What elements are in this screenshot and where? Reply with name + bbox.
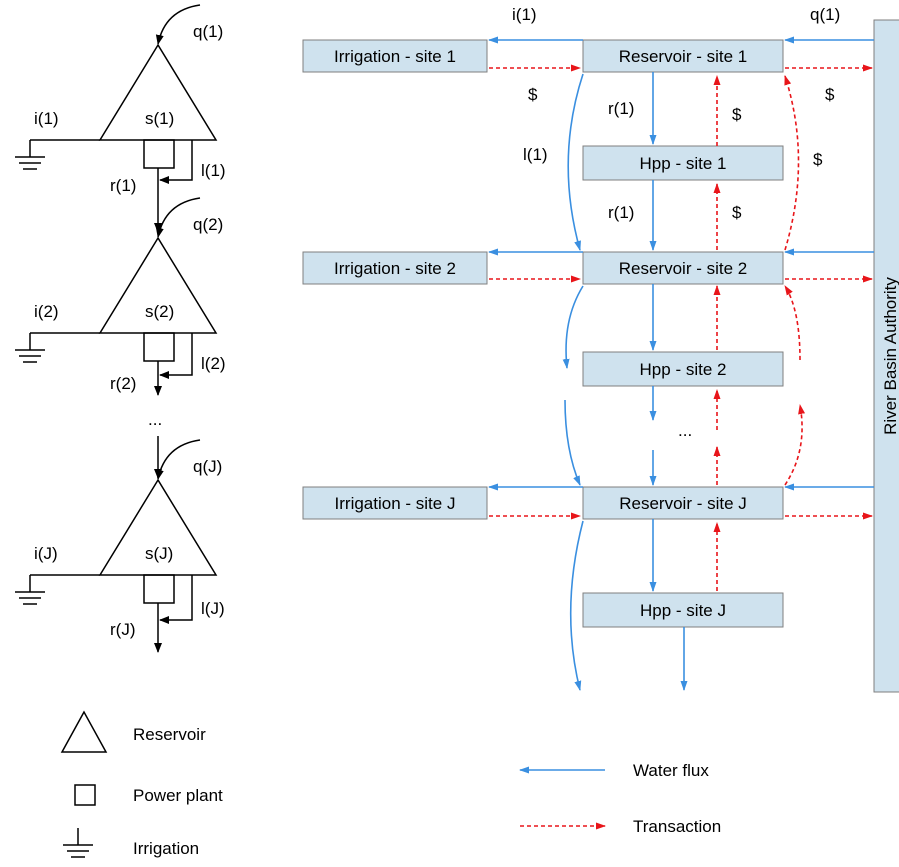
hpp-box-1: Hpp - site 1	[582, 145, 784, 181]
arrow-legend: Water flux Transaction	[519, 761, 721, 836]
power-plant-square	[143, 574, 175, 604]
s-label: s(J)	[145, 544, 173, 563]
ground-icon	[15, 140, 45, 170]
q-label: q(2)	[193, 215, 223, 234]
river-basin-authority: River Basin Authority	[873, 19, 899, 693]
s-label: s(1)	[145, 109, 174, 128]
reservoir-box-label: Reservoir - site J	[619, 494, 747, 513]
hpp-box-label: Hpp - site 2	[640, 360, 727, 379]
dollar-label: $	[528, 85, 538, 104]
dollar-label: $	[732, 203, 742, 222]
l-label: l(1)	[201, 161, 226, 180]
transaction-arrows	[489, 64, 873, 591]
irrigation-box-j: Irrigation - site J	[302, 486, 488, 520]
irrigation-box-2: Irrigation - site 2	[302, 251, 488, 285]
s-label: s(2)	[145, 302, 174, 321]
authority-box	[873, 19, 899, 693]
authority-label: River Basin Authority	[881, 277, 899, 435]
q-label: q(J)	[193, 457, 222, 476]
power-plant-square	[143, 332, 175, 362]
i-label: i(1)	[34, 109, 59, 128]
reservoir-box-label: Reservoir - site 2	[619, 259, 747, 278]
hpp-box-label: Hpp - site J	[640, 601, 726, 620]
l-label: l(J)	[201, 599, 225, 618]
hpp-box-2: Hpp - site 2	[582, 351, 784, 387]
irrigation-box-label: Irrigation - site 1	[334, 47, 456, 66]
irrigation-box-label: Irrigation - site 2	[334, 259, 456, 278]
legend-transaction-label: Transaction	[633, 817, 721, 836]
reservoir-box-1: Reservoir - site 1	[582, 39, 784, 73]
r-label: r(1)	[608, 99, 634, 118]
stage-1: q(1) s(1) i(1) l(1) r(1)	[15, 4, 226, 233]
power-plant-square	[143, 139, 175, 169]
spill-curve	[562, 285, 584, 369]
q-label: q(1)	[193, 22, 223, 41]
transaction-curve	[784, 404, 806, 486]
hpp-box-j: Hpp - site J	[582, 592, 784, 628]
spill-curve	[564, 399, 581, 486]
power-plant-legend-icon	[74, 784, 96, 806]
ground-icon	[15, 575, 45, 605]
left-schematic: q(1) s(1) i(1) l(1) r(1) q(2) s(2)	[15, 4, 226, 653]
ellipsis: ...	[148, 410, 162, 429]
inflow-arrow	[155, 4, 201, 45]
dollar-label: $	[825, 85, 835, 104]
inflow-arrow	[155, 439, 201, 480]
r-label: r(1)	[608, 203, 634, 222]
legend-reservoir-label: Reservoir	[133, 725, 206, 744]
spill-arrow	[159, 333, 193, 379]
hpp-box-label: Hpp - site 1	[640, 154, 727, 173]
l-label: l(2)	[201, 354, 226, 373]
inflow-arrow	[155, 197, 201, 238]
legend-irrigation-label: Irrigation	[133, 839, 199, 858]
q-label: q(1)	[810, 5, 840, 24]
right-labels: i(1) q(1) $ $ r(1) $ l(1) $ r(1) $ ...	[512, 5, 840, 440]
r-label: r(J)	[110, 620, 135, 639]
i-label: i(1)	[512, 5, 537, 24]
water-flux-arrows	[488, 36, 874, 691]
dollar-label: $	[732, 105, 742, 124]
stage-2: q(2) s(2) i(2) l(2) r(2) ...	[15, 197, 226, 429]
reservoir-box-j: Reservoir - site J	[582, 486, 784, 520]
legend-water-flux-label: Water flux	[633, 761, 709, 780]
r-label: r(1)	[110, 176, 136, 195]
stage-j: q(J) s(J) i(J) l(J) r(J)	[15, 436, 225, 653]
irrigation-legend-icon	[63, 828, 93, 858]
irrigation-box-label: Irrigation - site J	[335, 494, 456, 513]
ellipsis: ...	[678, 421, 692, 440]
shape-legend: Reservoir Power plant Irrigation	[60, 710, 223, 858]
ground-icon	[15, 333, 45, 363]
spill-arrow	[159, 575, 193, 624]
spill-arrow	[159, 140, 193, 184]
i-label: i(2)	[34, 302, 59, 321]
r-label: r(2)	[110, 374, 136, 393]
spill-curve	[569, 520, 584, 691]
transaction-curve	[784, 285, 801, 361]
dollar-label: $	[813, 150, 823, 169]
transaction-curve	[784, 75, 800, 251]
spill-curve	[567, 73, 584, 251]
i-label: i(J)	[34, 544, 58, 563]
irrigation-box-1: Irrigation - site 1	[302, 39, 488, 73]
reservoir-legend-icon	[60, 710, 108, 753]
l-label: l(1)	[523, 145, 548, 164]
reservoir-box-2: Reservoir - site 2	[582, 251, 784, 285]
reservoir-box-label: Reservoir - site 1	[619, 47, 747, 66]
legend-power-plant-label: Power plant	[133, 786, 223, 805]
